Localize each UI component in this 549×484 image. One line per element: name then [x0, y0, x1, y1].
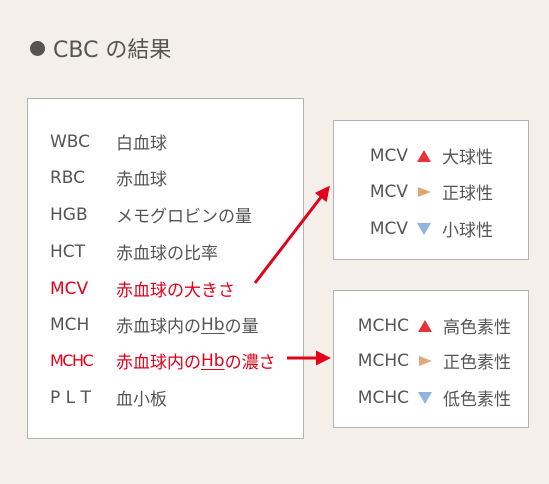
- mcv-label: MCV: [369, 181, 408, 202]
- mchc-row-normo: MCHC 正色素性: [349, 348, 511, 374]
- triangle-up-icon: [418, 319, 432, 332]
- item-abbr: HCT: [50, 241, 86, 262]
- item-abbr: HGB: [50, 204, 88, 225]
- item-desc: 白血球: [116, 134, 167, 154]
- mcv-label: MCV: [369, 218, 408, 239]
- mchc-label: MCHC: [357, 387, 409, 408]
- item-abbr: RBC: [50, 167, 86, 188]
- item-row-mcv: MCV 赤血球の大きさ: [50, 276, 235, 302]
- mcv-desc: 小球性: [442, 221, 493, 241]
- item-desc-post: の量: [224, 317, 259, 337]
- item-desc: メモグロビンの量: [116, 207, 252, 227]
- item-desc: 血小板: [116, 390, 167, 410]
- mcv-row-macro: MCV 大球性: [362, 143, 493, 169]
- item-row-mch: MCH 赤血球内の Hb の量: [50, 312, 259, 338]
- mchc-label: MCHC: [357, 350, 409, 371]
- item-desc-pre: 赤血球内の: [116, 317, 201, 337]
- bullet-dot-icon: [30, 40, 45, 56]
- page-title: CBC の結果: [30, 32, 171, 64]
- triangle-up-icon: [417, 149, 431, 162]
- item-row-hct: HCT 赤血球の比率: [50, 239, 218, 265]
- mchc-label: MCHC: [357, 315, 409, 336]
- item-desc: 赤血球の大きさ: [116, 281, 235, 301]
- item-desc: 赤血球: [116, 170, 167, 190]
- triangle-down-icon: [418, 391, 432, 404]
- triangle-right-icon: [418, 186, 431, 197]
- mcv-desc: 大球性: [442, 148, 493, 168]
- item-row-mchc: MCHC 赤血球内の Hb の濃さ: [50, 348, 276, 374]
- mchc-classification-box: MCHC 高色素性 MCHC 正色素性 MCHC 低色素性: [333, 290, 529, 428]
- item-desc-hb: Hb: [201, 314, 225, 335]
- item-desc-pre: 赤血球内の: [116, 353, 201, 373]
- item-abbr: MCH: [50, 314, 90, 335]
- item-abbr: MCV: [50, 278, 89, 299]
- mcv-classification-box: MCV 大球性 MCV 正球性 MCV 小球性: [333, 120, 529, 260]
- cbc-items-box: WBC 白血球 RBC 赤血球 HGB メモグロビンの量 HCT 赤血球の比率 …: [27, 98, 304, 439]
- mchc-row-hyper: MCHC 高色素性: [349, 313, 511, 339]
- mchc-row-hypo: MCHC 低色素性: [349, 385, 511, 411]
- triangle-down-icon: [417, 222, 431, 235]
- item-abbr: P L T: [50, 387, 91, 408]
- mchc-desc: 低色素性: [443, 390, 511, 410]
- mcv-label: MCV: [369, 145, 408, 166]
- mcv-row-normo: MCV 正球性: [362, 179, 493, 205]
- item-row-hgb: HGB メモグロビンの量: [50, 202, 252, 228]
- item-abbr: WBC: [50, 131, 91, 152]
- item-desc: 赤血球の比率: [116, 244, 218, 264]
- item-desc-post: の濃さ: [224, 353, 276, 373]
- item-row-plt: P L T 血小板: [50, 385, 167, 411]
- title-text: CBC の結果: [53, 38, 172, 63]
- item-abbr: MCHC: [50, 351, 94, 370]
- mchc-desc: 正色素性: [443, 353, 511, 373]
- mcv-desc: 正球性: [442, 184, 493, 204]
- mcv-row-micro: MCV 小球性: [362, 216, 493, 242]
- mchc-desc: 高色素性: [443, 318, 511, 338]
- triangle-right-icon: [419, 355, 432, 366]
- item-row-wbc: WBC 白血球: [50, 129, 167, 155]
- item-row-rbc: RBC 赤血球: [50, 165, 167, 191]
- item-desc-hb: Hb: [201, 350, 225, 371]
